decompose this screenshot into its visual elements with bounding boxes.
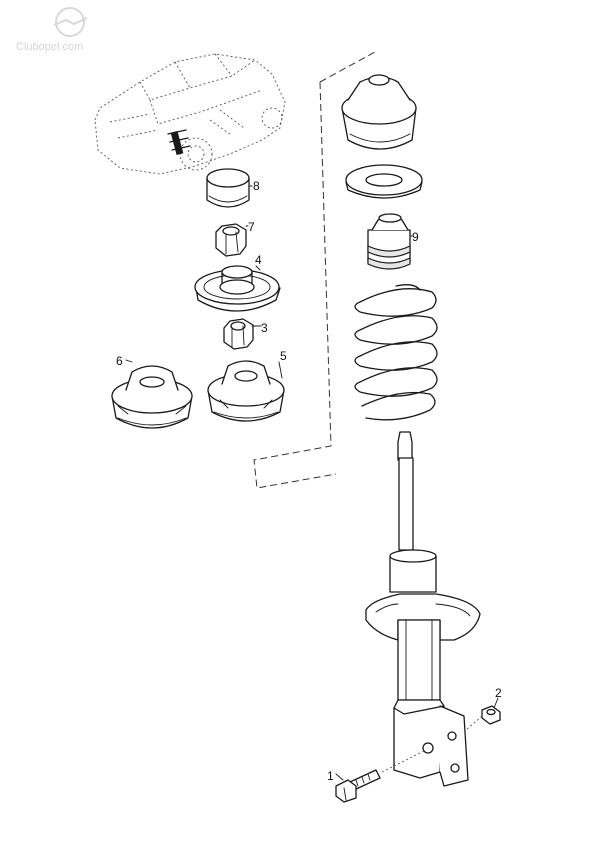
upper-spring-mount bbox=[341, 74, 417, 150]
callout-4: 4 bbox=[255, 253, 262, 267]
part-1-bolt bbox=[335, 749, 427, 803]
callout-6: 6 bbox=[116, 354, 123, 368]
callout-2: 2 bbox=[495, 686, 502, 700]
part-2-nut bbox=[465, 705, 501, 731]
callout-1: 1 bbox=[327, 769, 334, 783]
watermark-text: Clubopel.com bbox=[16, 41, 83, 53]
part-4-bearing-plate bbox=[194, 265, 281, 312]
leader-lines bbox=[125, 185, 499, 781]
callout-labels: 1 2 3 4 5 6 7 8 9 bbox=[116, 179, 502, 783]
assembly-bracket bbox=[253, 51, 376, 489]
shock-absorber bbox=[365, 431, 481, 787]
vehicle-outline bbox=[94, 53, 286, 175]
strut-location-marker-icon bbox=[167, 129, 191, 156]
part-7-nut bbox=[215, 223, 247, 257]
callout-3: 3 bbox=[261, 321, 268, 335]
coil-spring bbox=[354, 284, 438, 421]
part-5-strut-mount bbox=[207, 360, 285, 422]
callout-5: 5 bbox=[280, 349, 287, 363]
watermark: Clubopel.com bbox=[16, 7, 88, 53]
spring-seat-ring bbox=[345, 164, 423, 199]
callout-9: 9 bbox=[412, 230, 419, 244]
part-8-dust-cap bbox=[206, 168, 250, 208]
callout-8: 8 bbox=[253, 179, 260, 193]
part-3-nut bbox=[223, 318, 254, 350]
part-6-strut-mount bbox=[111, 365, 193, 429]
opel-logo-icon bbox=[53, 7, 88, 37]
callout-7: 7 bbox=[248, 220, 255, 234]
part-9-bump-stop bbox=[367, 213, 411, 270]
